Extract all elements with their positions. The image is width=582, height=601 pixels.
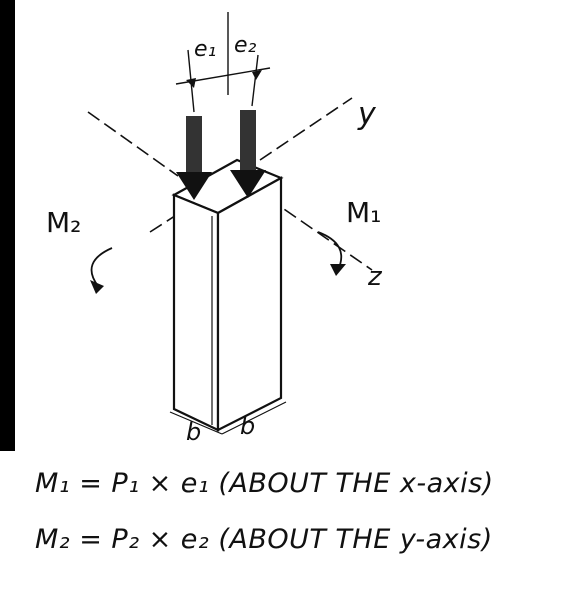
label-e2: e₂: [234, 33, 257, 58]
load-arrow-p1: [176, 116, 212, 200]
sketch-panel: [15, 0, 582, 451]
axis-line-z: [267, 197, 373, 271]
label-width-left: b: [186, 418, 201, 446]
moment-arrowhead-m1: [330, 264, 346, 276]
eccentricity-dimension: [175, 12, 271, 113]
label-m2: M₂: [46, 206, 81, 239]
axis-line-x: [87, 111, 179, 177]
equation-m2: M₂ = P₂ × e₂ (ABOUT THE y-axis): [35, 524, 493, 555]
label-width-right: b: [240, 412, 255, 440]
label-axis-z: z: [367, 262, 383, 292]
label-m1: M₁: [346, 196, 381, 229]
equation-m1: M₁ = P₁ × e₁ (ABOUT THE x-axis): [35, 468, 494, 499]
base-width-marks: [169, 401, 287, 435]
axis-line-y-upper: [259, 97, 353, 161]
moment-arrowhead-m2: [90, 280, 104, 294]
label-axis-y: y: [357, 97, 377, 132]
moment-arc-m2: [90, 247, 113, 287]
load-arrow-p2: [230, 110, 266, 198]
label-e1: e₁: [194, 37, 216, 62]
column-right-face: [216, 176, 283, 432]
equation-panel: [0, 451, 582, 601]
